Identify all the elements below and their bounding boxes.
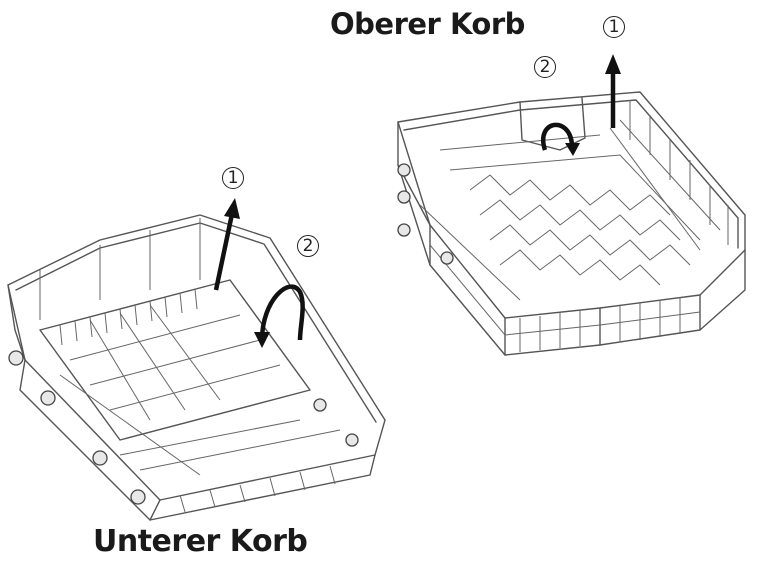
step-1-marker-upper: 1	[603, 16, 625, 38]
upper-basket-title: Oberer Korb	[330, 7, 525, 41]
lower-basket-title: Unterer Korb	[93, 524, 308, 559]
upper-basket	[397, 91, 746, 356]
lower-basket	[7, 214, 386, 521]
step-2-marker-lower: 2	[297, 235, 319, 257]
curved-arrow-icon	[259, 284, 305, 341]
arrow-up-icon	[213, 213, 235, 291]
step-2-marker-upper: 2	[534, 56, 556, 78]
step-1-marker-lower: 1	[222, 167, 244, 189]
curved-arrow-icon	[541, 122, 575, 151]
